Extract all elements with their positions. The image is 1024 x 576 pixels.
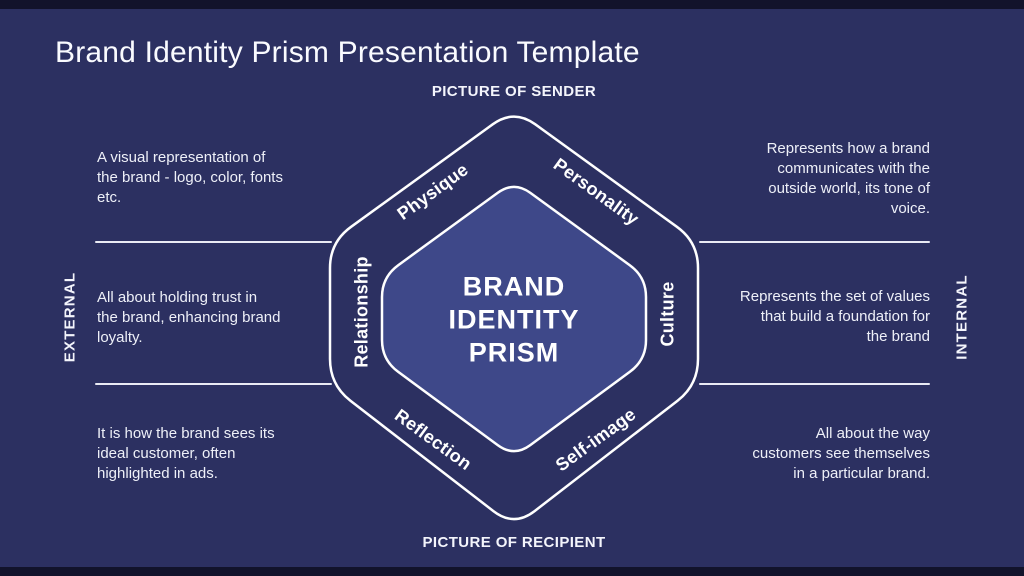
outer-hexagon [328,115,700,521]
top-edge-bar [0,0,1024,9]
separator-line-left-top [95,241,332,243]
bottom-edge-bar [0,567,1024,576]
facet-culture: Culture [657,281,678,347]
description-relationship: All about holding trust in the brand, en… [97,289,281,346]
page-title: Brand Identity Prism Presentation Templa… [55,36,640,69]
description-self-image: All about the way customers see themselv… [752,425,930,482]
center-title: BRAND IDENTITY PRISM [448,271,580,368]
separator-line-right-top [699,241,930,243]
description-reflection: It is how the brand sees its ideal custo… [97,425,275,482]
facet-relationship: Relationship [351,256,372,368]
inner-hexagon [380,185,648,453]
description-culture: Represents the set of values that build … [739,288,930,345]
separator-line-left-bottom [95,383,332,385]
description-physique: A visual representation of the brand - l… [97,149,283,206]
picture-of-recipient-label: PICTURE OF RECIPIENT [422,534,606,551]
separator-line-right-bottom [699,383,930,385]
picture-of-sender-label: PICTURE OF SENDER [431,83,597,100]
description-personality: Represents how a brand communicates with… [766,140,930,217]
